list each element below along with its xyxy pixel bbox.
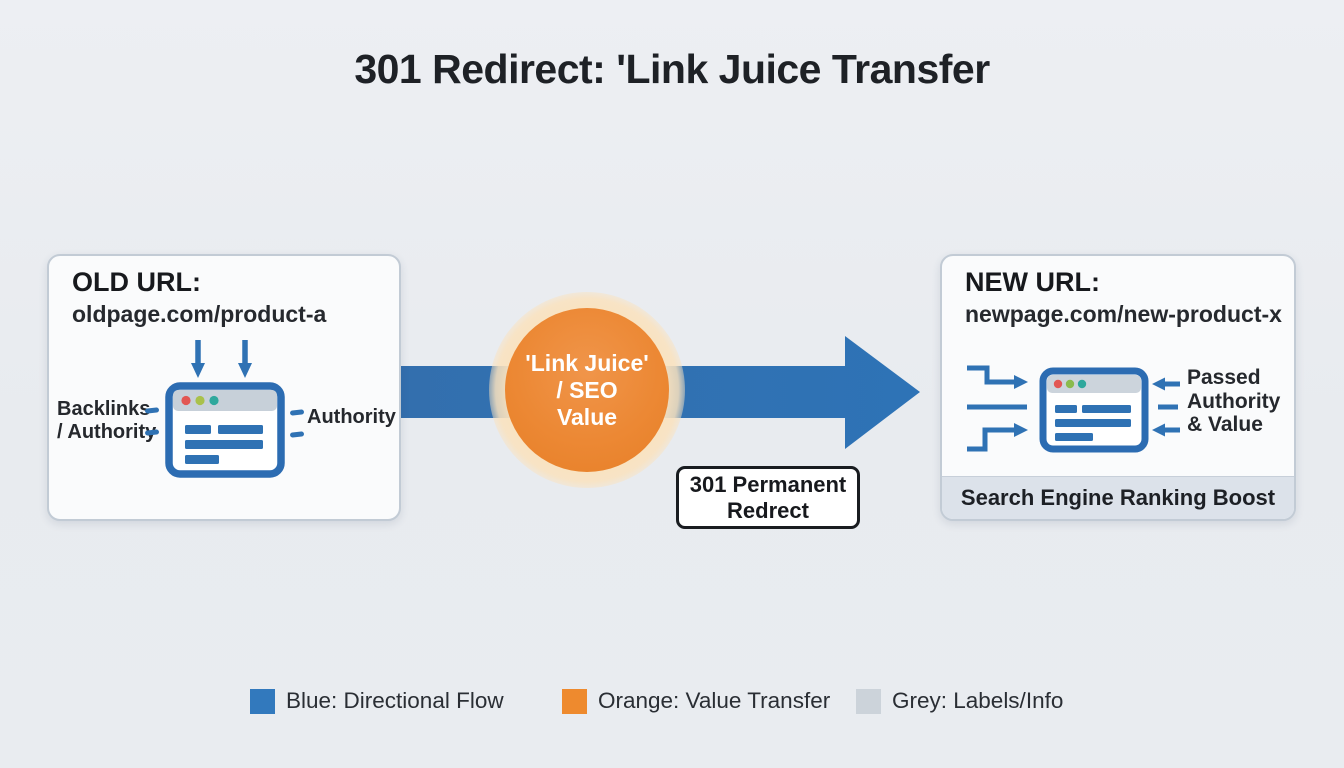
old-url-heading: OLD URL: [72,267,201,297]
legend-item-orange: Orange: Value Transfer [562,688,830,714]
old-page-browser-icon [165,382,285,478]
tick-mark-icon [144,429,160,436]
backlinks-label-line2: / Authority [57,421,157,443]
page-title: 301 Redirect: 'Link Juice Transfer [354,46,990,92]
link-juice-circle: 'Link Juice' / SEO Value [505,308,669,472]
legend-label-orange: Orange: Value Transfer [598,688,831,713]
link-juice-line3: Value [556,403,618,430]
old-url-card: OLD URL: oldpage.com/product-a [47,254,401,521]
tick-mark-icon [144,407,160,414]
blue-swatch-icon [250,688,275,714]
browser-dot-green [1065,379,1075,389]
redirect-label-line2: Redrect [727,497,809,523]
grey-swatch-icon [856,688,881,714]
browser-dot-teal [209,395,219,406]
passed-authority-label: Passed Authority & Value [1187,366,1280,437]
link-juice-line1: 'Link Juice' [525,349,649,376]
new-url-card: NEW URL: newpage.com/new-product-x [940,254,1296,521]
legend-label-blue: Blue: Directional Flow [286,688,504,713]
new-page-browser-icon [1039,367,1149,453]
passed-label-line3: & Value [1187,413,1263,436]
backlinks-authority-label: Backlinks / Authority [57,398,156,444]
browser-dot-red [1053,379,1063,389]
old-url-value: oldpage.com/product-a [72,301,327,327]
authority-label: Authority [307,406,396,428]
link-juice-line2: / SEO [556,376,618,403]
browser-dot-teal [1077,379,1087,389]
orange-swatch-icon [562,688,587,714]
browser-dot-yellow [195,395,205,406]
ranking-boost-label: Search Engine Ranking Boost [960,485,1276,510]
new-url-heading: NEW URL: [965,267,1100,297]
incoming-backlinks-arrows-icon [191,340,252,378]
ranking-boost-banner: Search Engine Ranking Boost [942,476,1294,519]
passed-label-line2: Authority [1187,389,1281,413]
browser-dot-red [181,395,191,406]
tick-mark-icon [289,431,305,438]
redirected-links-arrows-icon [967,365,1028,452]
tick-mark-icon [289,409,305,416]
new-url-value: newpage.com/new-product-x [965,301,1282,327]
legend-label-grey: Grey: Labels/Info [892,688,1064,713]
backlinks-label-line1: Backlinks [57,398,151,420]
legend-item-grey: Grey: Labels/Info [856,688,1063,714]
legend-item-blue: Blue: Directional Flow [250,688,504,714]
passed-value-arrows-icon [1152,377,1180,437]
passed-label-line1: Passed [1187,366,1261,389]
redirect-label-line1: 301 Permanent [689,471,847,497]
redirect-label-box: 301 Permanent Redrect [676,466,860,529]
